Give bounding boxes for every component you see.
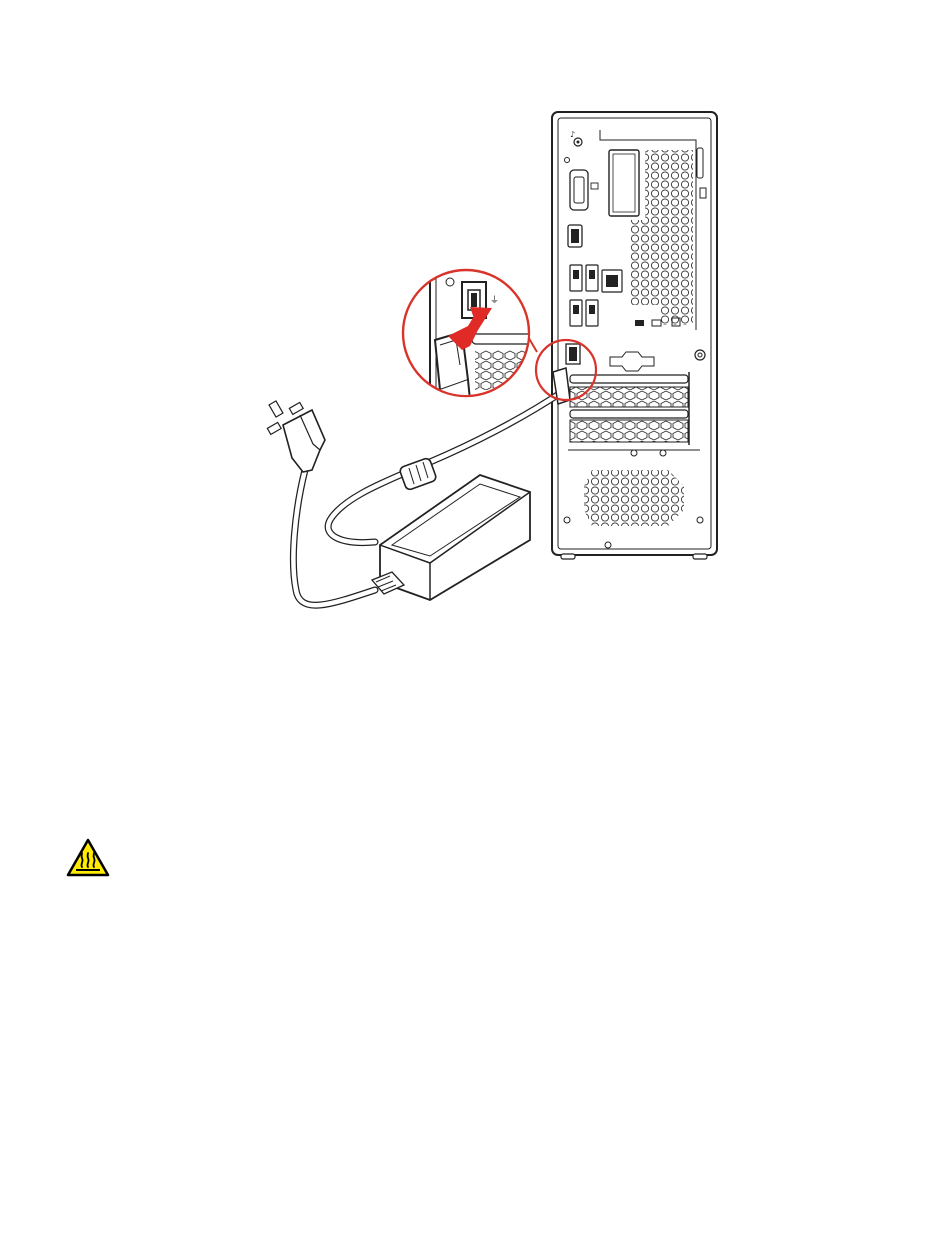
power-adapter [372,475,530,600]
power-adapter-connection-illustration: ♪ [240,100,740,630]
hot-surface-warning-icon [66,838,110,878]
computer-rear-panel: ♪ [552,112,717,559]
magnified-power-connector: ⏚ [403,270,552,405]
svg-text:⏚: ⏚ [490,295,499,306]
ferrite-bead [399,457,437,490]
power-plug [267,401,325,472]
svg-text:♪: ♪ [570,130,575,139]
